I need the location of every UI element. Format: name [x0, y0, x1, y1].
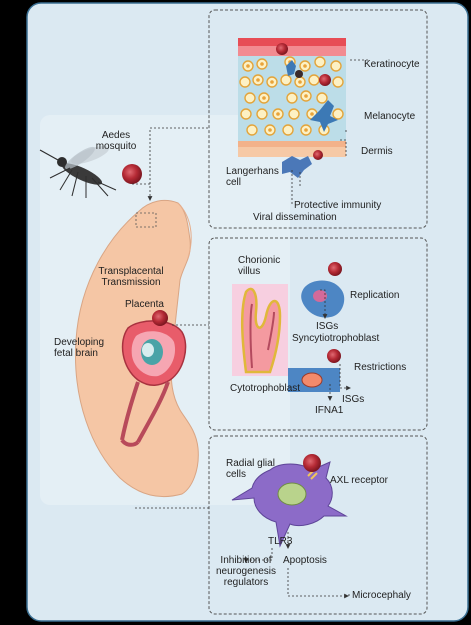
belly-outline	[177, 202, 192, 259]
microcephaly-label: Microcephaly	[352, 590, 411, 601]
apoptosis-label: Apoptosis	[283, 555, 327, 566]
ifna1-label: IFNA1	[315, 405, 344, 416]
uterus-illustration	[120, 320, 187, 447]
isgs-top-label: ISGs	[316, 321, 339, 332]
keratinocyte-label: Keratinocyte	[364, 59, 420, 70]
skin-section-illustration	[238, 38, 346, 178]
melanocyte-label: Melanocyte	[364, 111, 416, 122]
placenta-label: Placenta	[125, 299, 164, 310]
syncytio-nucleus	[313, 290, 327, 302]
cytotrophoblast-nucleus	[301, 372, 323, 388]
mosquito-illustration	[39, 146, 117, 198]
protective-immunity-label: Protective immunity	[294, 200, 382, 211]
viral-dissemination-label: Viral dissemination	[253, 212, 337, 223]
replication-label: Replication	[350, 290, 400, 301]
cytotrophoblast-label: Cytotrophoblast	[230, 383, 301, 394]
restrictions-label: Restrictions	[354, 362, 407, 373]
isgs-bottom-label: ISGs	[342, 394, 365, 405]
placenta-panel-box	[208, 237, 428, 431]
glial-nucleus	[277, 482, 307, 506]
dermis-label: Dermis	[361, 146, 393, 157]
brain-panel-box	[208, 435, 428, 615]
syncytiotrophoblast-label: Syncytiotrophoblast	[292, 333, 380, 344]
chorionic-villus-illustration	[232, 284, 288, 376]
zika-virus-particles	[122, 43, 342, 472]
connector-lines	[132, 59, 370, 599]
tlr3-label: TLR3	[268, 536, 293, 547]
skin-panel-box	[208, 9, 428, 229]
axl-receptor-label: AXL receptor	[330, 475, 388, 486]
